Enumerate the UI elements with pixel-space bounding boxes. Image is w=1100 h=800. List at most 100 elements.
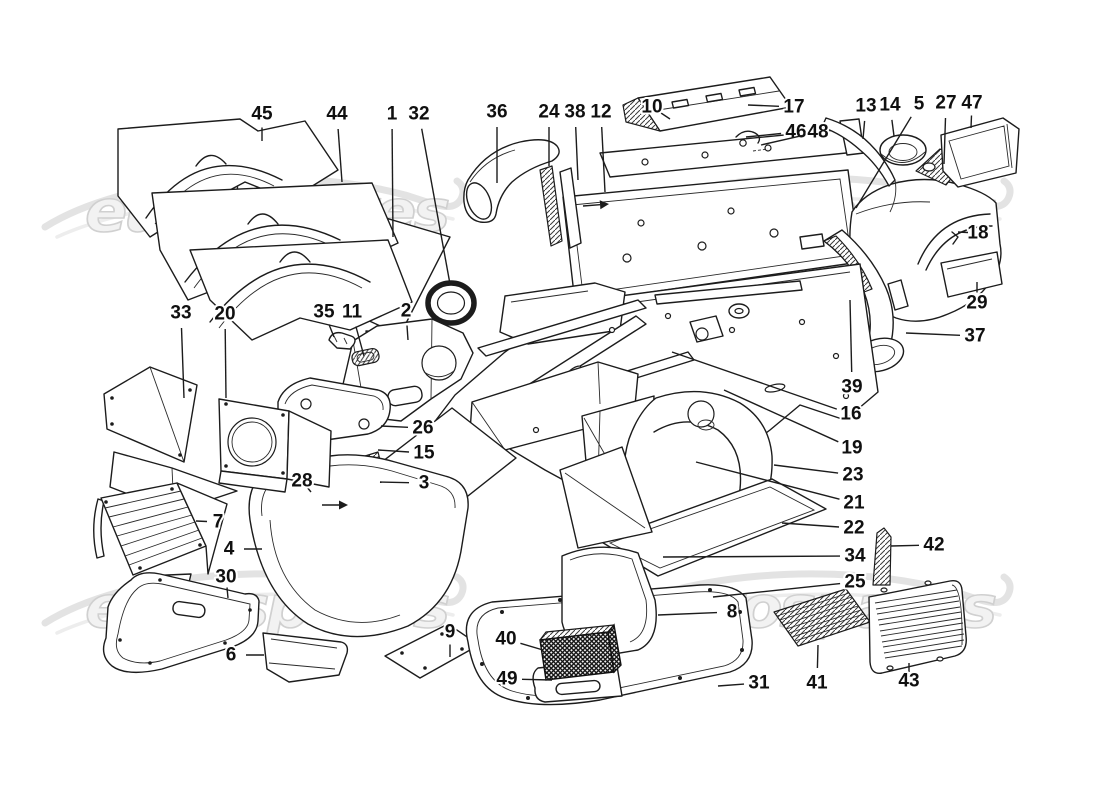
floor-mat-art (102, 572, 260, 674)
leader-line-8 (657, 611, 718, 616)
part-label-7: 7 (213, 512, 224, 533)
part-label-39: 39 (841, 377, 862, 398)
part-label-32: 32 (408, 104, 429, 125)
part-label-38: 38 (564, 102, 585, 123)
part-label-41: 41 (806, 673, 828, 694)
leader-line-16 (671, 351, 838, 410)
leader-line-15 (377, 449, 410, 453)
part-label-35: 35 (313, 302, 335, 323)
part-label-18: 18 (967, 223, 988, 244)
leader-line-27 (943, 117, 947, 165)
part-label-10: 10 (641, 97, 662, 118)
part-label-37: 37 (964, 326, 985, 347)
leader-line-30 (226, 587, 229, 599)
part-label-46: 46 (785, 122, 806, 143)
part-label-47: 47 (961, 93, 982, 114)
part-label-49: 49 (496, 669, 517, 690)
part-label-15: 15 (413, 443, 435, 464)
leader-line-26 (380, 425, 409, 428)
part-label-20: 20 (214, 304, 235, 325)
part-label-9: 9 (445, 622, 456, 643)
part-label-42: 42 (923, 535, 944, 556)
leader-line-18 (957, 231, 969, 234)
leader-line-2 (406, 325, 409, 341)
rear-body-shell-art (821, 117, 1020, 373)
leader-line-13 (862, 120, 866, 140)
part-label-26: 26 (412, 418, 433, 439)
part-label-8: 8 (727, 602, 738, 623)
leader-line-49 (521, 678, 553, 681)
leader-line-31 (717, 683, 745, 687)
part-label-5: 5 (914, 94, 925, 115)
leader-line-28 (305, 486, 312, 493)
part-label-22: 22 (843, 518, 864, 539)
leader-line-25 (712, 582, 841, 598)
direction-arrowhead-2 (339, 500, 348, 510)
part-label-17: 17 (783, 97, 804, 118)
leader-line-1 (391, 128, 394, 238)
leader-line-46 (745, 132, 782, 138)
leader-line-17 (747, 104, 780, 107)
leader-line-14 (891, 119, 895, 137)
part-label-2: 2 (401, 301, 412, 322)
louvre-grille-large-art (868, 580, 967, 674)
rear-bulkhead-panel-art (562, 118, 865, 304)
part-label-44: 44 (326, 104, 348, 125)
part-label-45: 45 (251, 104, 273, 125)
leader-line-40 (520, 642, 544, 651)
leader-line-20 (224, 328, 227, 399)
part-label-19: 19 (841, 438, 862, 459)
wheel-arch-trim-panels-art (117, 118, 451, 370)
leader-line-3 (379, 481, 410, 484)
leader-line-22 (781, 522, 840, 528)
part-label-13: 13 (855, 96, 876, 117)
leader-line-10 (660, 112, 671, 120)
floor-pan-art (303, 263, 879, 557)
leader-line-35 (328, 324, 335, 338)
part-label-25: 25 (844, 572, 866, 593)
leader-line-12 (601, 126, 606, 193)
part-label-40: 40 (495, 629, 516, 650)
leader-line-21 (695, 461, 840, 500)
part-label-29: 29 (966, 293, 987, 314)
part-label-30: 30 (215, 567, 236, 588)
leader-line-23 (773, 464, 839, 474)
side-strip-art (872, 527, 892, 586)
part-label-43: 43 (898, 671, 919, 692)
leader-line-5 (855, 116, 912, 209)
direction-arrowhead-1 (599, 200, 609, 210)
direction-arrow-line-1 (582, 204, 601, 207)
part-label-12: 12 (590, 102, 611, 123)
leader-line-41 (816, 644, 819, 669)
support-bracket-art (622, 76, 792, 152)
part-label-31: 31 (748, 673, 770, 694)
leader-line-38 (575, 126, 579, 181)
part-label-36: 36 (486, 102, 507, 123)
part-label-6: 6 (226, 645, 237, 666)
sill-trim-strips-art (539, 165, 582, 249)
leader-line-11 (355, 326, 365, 357)
part-label-21: 21 (843, 493, 865, 514)
leader-line-48 (760, 134, 804, 146)
leader-line-19 (723, 389, 839, 443)
leader-line-37 (905, 332, 961, 336)
air-duct-art (463, 139, 560, 224)
leader-line-47 (970, 115, 973, 129)
leader-line-44 (337, 128, 343, 183)
grommet-ring-art (425, 280, 477, 326)
part-label-28: 28 (291, 471, 312, 492)
louvre-grille-panel-art (93, 482, 228, 576)
insulation-pad-block-art (539, 623, 622, 681)
part-label-3: 3 (419, 473, 430, 494)
part-label-48: 48 (807, 122, 828, 143)
part-label-14: 14 (879, 95, 901, 116)
leader-line-42 (890, 544, 920, 547)
part-label-23: 23 (842, 465, 863, 486)
part-label-1: 1 (387, 104, 398, 125)
part-label-34: 34 (844, 546, 866, 567)
leader-line-7 (195, 520, 208, 523)
front-bin-panel-art (262, 632, 349, 683)
part-label-24: 24 (538, 102, 560, 123)
